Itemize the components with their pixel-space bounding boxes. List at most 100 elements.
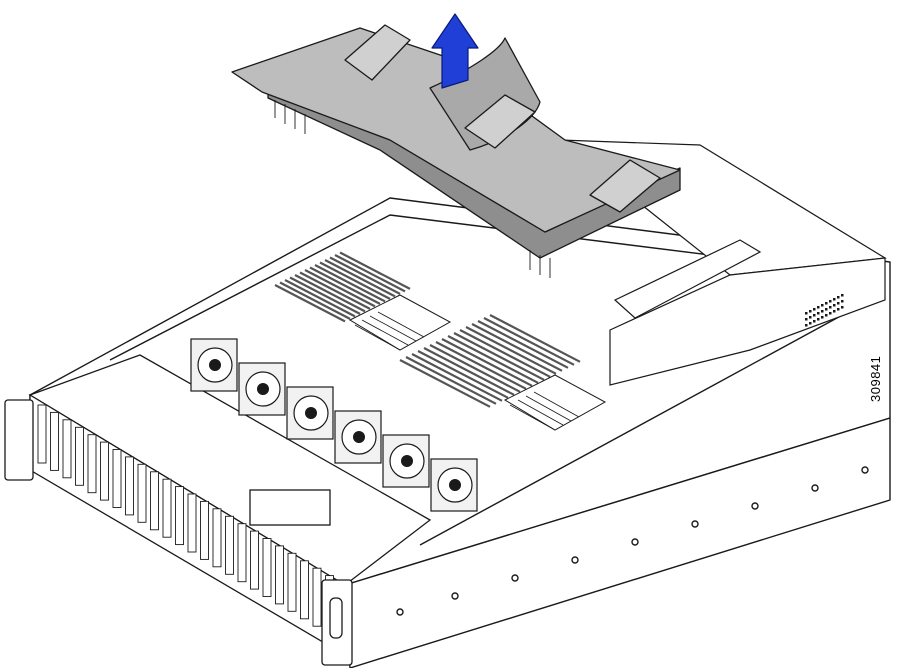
dimm-module bbox=[339, 251, 411, 290]
dimm-module bbox=[279, 281, 351, 320]
fan-hub bbox=[305, 407, 317, 419]
dimm-module bbox=[294, 274, 366, 313]
baffle-fins bbox=[274, 100, 551, 278]
drive-slot-icon bbox=[150, 471, 159, 531]
drive-slot-icon bbox=[262, 538, 272, 597]
drive-slot-icon bbox=[87, 434, 97, 494]
baffle-clip-middle bbox=[464, 94, 536, 149]
fan-hub bbox=[257, 383, 269, 395]
vent-hole bbox=[805, 318, 808, 321]
vent-hole bbox=[805, 312, 808, 315]
cpu-2-heatsink-fins bbox=[509, 391, 580, 431]
right-ear-latch bbox=[329, 597, 343, 639]
vent-hole bbox=[833, 310, 836, 313]
riser-cage-front bbox=[609, 257, 886, 386]
dimm-bank-1 bbox=[274, 251, 411, 323]
up-arrow-icon bbox=[431, 13, 479, 89]
dimm-module bbox=[471, 323, 563, 372]
vent-hole bbox=[813, 320, 816, 323]
riser-vents bbox=[805, 294, 844, 327]
figure-id-label: 309841 bbox=[868, 355, 883, 402]
drive-slot-icon bbox=[212, 508, 222, 568]
drive-slot-icon bbox=[225, 515, 234, 575]
vent-hole bbox=[817, 318, 820, 321]
fan-hub bbox=[449, 479, 461, 491]
vent-hole bbox=[833, 298, 836, 301]
dimm-module bbox=[284, 279, 356, 318]
dimm-module bbox=[441, 338, 533, 387]
vent-hole bbox=[829, 306, 832, 309]
riser-card bbox=[613, 239, 762, 319]
cpu-2-heatsink bbox=[503, 374, 607, 431]
fan-hub bbox=[209, 359, 221, 371]
drive-slot-icon bbox=[162, 478, 172, 538]
drive-slot-icon bbox=[200, 500, 209, 560]
dimm-module bbox=[489, 314, 581, 363]
drive-slot-icon bbox=[287, 552, 297, 612]
vent-hole bbox=[837, 308, 840, 311]
drive-slot-icon bbox=[50, 411, 59, 471]
drive-slot-icon bbox=[112, 449, 122, 508]
cpu-1-heatsink-fins bbox=[354, 311, 425, 351]
baffle-clip-front bbox=[589, 159, 661, 213]
vent-hole bbox=[817, 306, 820, 309]
dimm-module bbox=[429, 344, 521, 393]
vent-hole bbox=[837, 302, 840, 305]
drive-slot-icon bbox=[100, 441, 109, 501]
vent-hole bbox=[829, 300, 832, 303]
vent-hole bbox=[841, 300, 844, 303]
dimm-module bbox=[411, 353, 503, 402]
dimm-module bbox=[314, 264, 386, 303]
dimm-module bbox=[465, 326, 557, 375]
drive-slot-icon bbox=[175, 486, 184, 546]
dimm-module bbox=[477, 320, 569, 369]
front-drive-cage bbox=[4, 354, 432, 666]
dimm-module bbox=[423, 347, 515, 396]
dimm-bank-2 bbox=[399, 314, 581, 408]
drive-slot-icon bbox=[237, 523, 247, 583]
vent-hole bbox=[813, 308, 816, 311]
vent-hole bbox=[833, 304, 836, 307]
dimm-module bbox=[447, 335, 539, 384]
cpu-dimm-area bbox=[274, 251, 607, 431]
dimm-module bbox=[435, 341, 527, 390]
dimm-module bbox=[405, 356, 497, 405]
dimm-module bbox=[417, 350, 509, 399]
dimm-module bbox=[304, 269, 376, 308]
vent-hole bbox=[817, 312, 820, 315]
dimm-module bbox=[299, 271, 371, 310]
vent-hole bbox=[837, 296, 840, 299]
drive-slot-icon bbox=[187, 493, 197, 553]
vent-hole bbox=[821, 316, 824, 319]
vent-hole bbox=[829, 312, 832, 315]
vent-hole bbox=[841, 306, 844, 309]
left-rack-ear bbox=[4, 399, 34, 481]
dimm-module bbox=[274, 284, 346, 323]
vent-hole bbox=[841, 294, 844, 297]
dimm-module bbox=[453, 332, 545, 381]
dimm-module bbox=[483, 317, 575, 366]
side-wall-holes bbox=[396, 466, 869, 616]
drive-slot-icon bbox=[62, 419, 72, 479]
vent-hole bbox=[821, 310, 824, 313]
drive-slot-icon bbox=[300, 560, 309, 620]
dimm-module bbox=[334, 254, 406, 293]
drive-slot-icon bbox=[312, 567, 322, 627]
dimm-module bbox=[289, 276, 361, 315]
fan-hub bbox=[401, 455, 413, 467]
dimm-module bbox=[459, 329, 551, 378]
drive-slot-icon bbox=[137, 463, 147, 523]
vent-hole bbox=[813, 314, 816, 317]
vent-hole bbox=[809, 316, 812, 319]
dimm-module bbox=[329, 256, 401, 295]
dimm-module bbox=[399, 359, 491, 408]
vent-hole bbox=[805, 324, 808, 327]
fan-hub bbox=[353, 431, 365, 443]
drive-slot-icon bbox=[37, 404, 47, 464]
vent-hole bbox=[821, 304, 824, 307]
drive-cage-label-area bbox=[249, 489, 331, 526]
vent-hole bbox=[825, 302, 828, 305]
dimm-module bbox=[319, 261, 391, 300]
vent-hole bbox=[809, 322, 812, 325]
